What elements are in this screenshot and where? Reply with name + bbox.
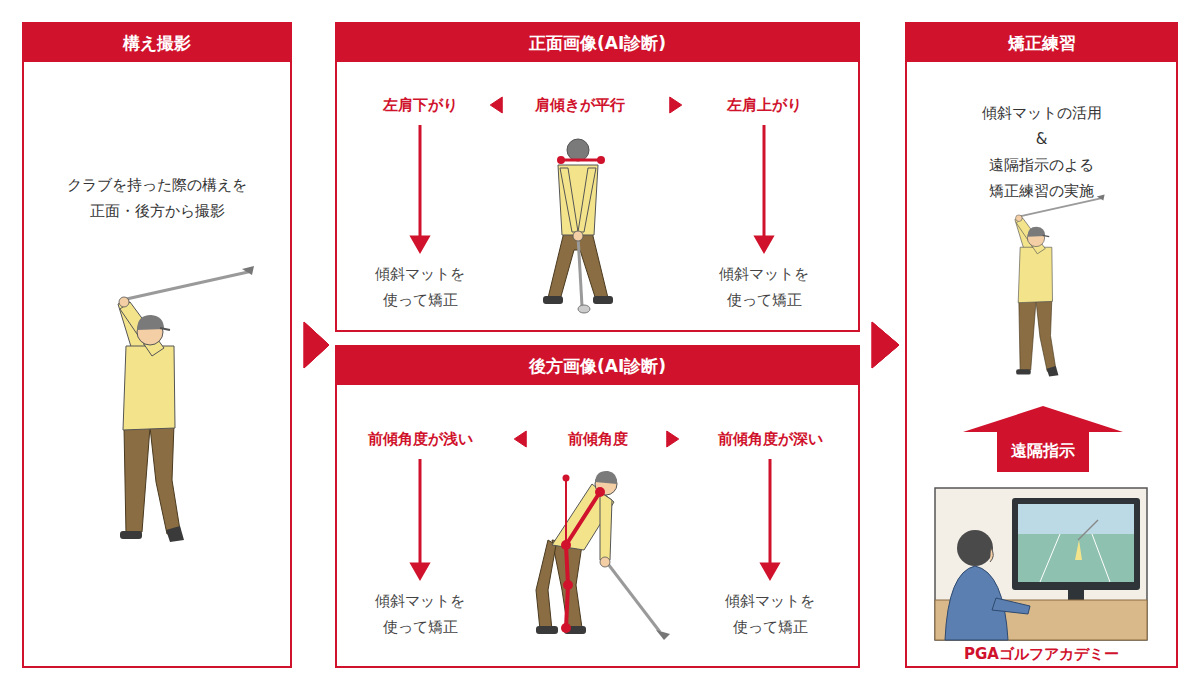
item-text: 左肩上がり — [727, 95, 802, 115]
step-panel: 左肩下がり 肩傾きが平行 左肩上がり傾斜マットを 使って矯正 傾斜マットを 使って矯正… — [335, 22, 860, 332]
front-golfer — [543, 139, 613, 313]
diagnosis-label: 肩傾きが平行 — [532, 93, 628, 117]
diagnosis-label: 左肩下がり — [380, 93, 461, 117]
correction-note: 傾斜マットを 使って矯正 — [372, 586, 468, 642]
arrow-shape — [963, 406, 1123, 472]
flow-arrow — [872, 322, 899, 368]
item-text: 前傾角度 — [568, 429, 628, 449]
step-panel: 遠隔指示 矯正練習傾斜マットの活用& 遠隔指示のよる 矯正練習の実施 — [905, 22, 1178, 668]
panel-text: 傾斜マットの活用& 遠隔指示のよる 矯正練習の実施 — [982, 100, 1102, 204]
step-panel: 構え撮影クラブを持った際の構えを 正面・後方から撮影 — [22, 22, 292, 668]
panel-header: 矯正練習 — [907, 24, 1176, 62]
flow-arrow — [412, 125, 428, 251]
correction-note: 傾斜マットを 使って矯正 — [372, 259, 468, 315]
item-text: 前傾角度が浅い — [368, 429, 473, 449]
panel-body: 傾斜マットの活用& 遠隔指示のよる 矯正練習の実施 — [907, 100, 1176, 204]
diagnosis-label: 前傾角度が深い — [715, 427, 826, 451]
panel-body: クラブを持った際の構えを 正面・後方から撮影 — [24, 172, 290, 224]
back-golfer — [536, 471, 670, 640]
panel-header: 正面画像(AI診断) — [337, 24, 858, 62]
item-text: 左肩下がり — [383, 95, 458, 115]
arrow-outline — [963, 406, 1123, 472]
item-text: 肩傾きが平行 — [535, 95, 625, 115]
diagnosis-label: 前傾角度が浅い — [365, 427, 476, 451]
item-text: 傾斜マットを 使って矯正 — [719, 261, 809, 313]
remote-scene — [935, 488, 1147, 640]
remote-arrow: 遠隔指示 — [963, 406, 1123, 472]
flow-arrow — [670, 97, 682, 113]
panel-text: クラブを持った際の構えを 正面・後方から撮影 — [67, 172, 247, 224]
caption-label: PGAゴルフアカデミー — [905, 645, 1178, 663]
flow-arrow — [304, 322, 329, 368]
item-text: 傾斜マットを 使って矯正 — [375, 261, 465, 313]
item-text: 前傾角度が深い — [718, 429, 823, 449]
diagnosis-label: 左肩上がり — [724, 93, 805, 117]
correction-note: 傾斜マットを 使って矯正 — [716, 259, 812, 315]
flow-arrow — [756, 125, 772, 251]
flow-arrow — [412, 459, 428, 578]
correction-note: 傾斜マットを 使って矯正 — [722, 586, 818, 642]
step-panel: 前傾角度が浅い 前傾角度 前傾角度が深い傾斜マットを 使って矯正 傾斜マットを 使って… — [335, 345, 860, 668]
flow-arrow — [490, 97, 502, 113]
flow-arrow — [872, 322, 899, 368]
diagnosis-label: 前傾角度 — [565, 427, 631, 451]
panel-header: 後方画像(AI診断) — [337, 347, 858, 385]
flow-arrow — [514, 431, 526, 447]
flow-arrow — [762, 459, 778, 578]
flow-arrow — [304, 322, 329, 368]
panel-header: 構え撮影 — [24, 24, 290, 62]
item-text: 傾斜マットを 使って矯正 — [375, 588, 465, 640]
flow-arrow — [667, 431, 679, 447]
item-text: 傾斜マットを 使って矯正 — [725, 588, 815, 640]
arrow-text: 遠隔指示 — [966, 408, 1120, 464]
